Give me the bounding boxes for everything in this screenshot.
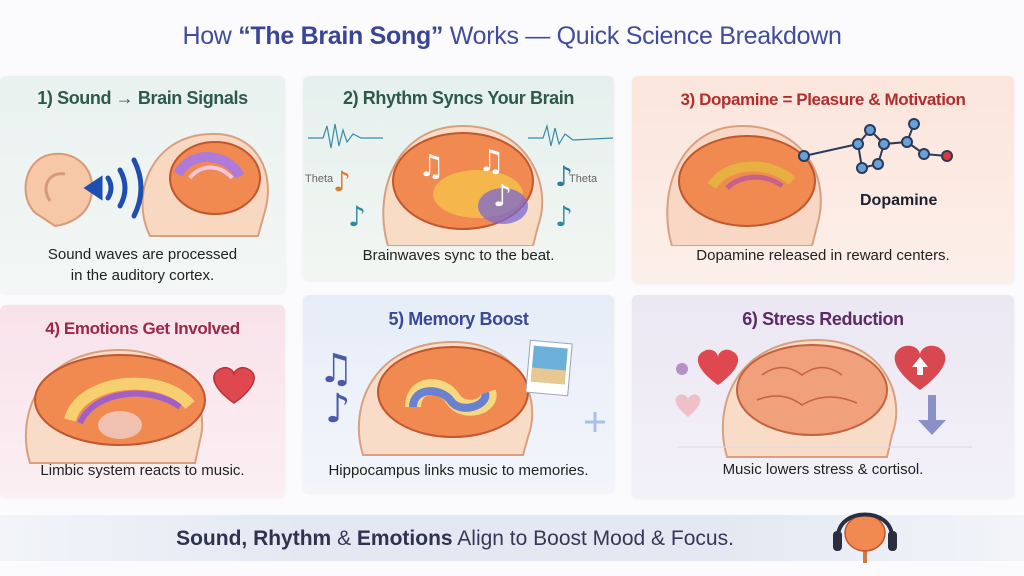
footer-bold: Sound, Rhythm: [176, 527, 332, 550]
heart-icon: [675, 394, 701, 417]
footer-amp: &: [331, 527, 357, 550]
stress-illustration: [675, 338, 972, 458]
card-title: 3) Dopamine = Pleasure & Motivation: [680, 90, 966, 109]
card-title: 6) Stress Reduction: [742, 309, 904, 329]
card-caption: Limbic system reacts to music.: [40, 462, 245, 479]
ear-brain-illustration: [24, 132, 269, 237]
brain-icon: [169, 141, 261, 215]
rhythm-illustration: ♫♫♪ ♪♪♪♪ Theta Theta: [305, 123, 614, 246]
card-caption: Brainwaves sync to the beat.: [362, 247, 555, 264]
svg-text:♪: ♪: [555, 160, 573, 193]
caption-line: Sound waves are processed: [47, 246, 238, 263]
heart-icon: [697, 349, 739, 385]
card-title: 2) Rhythm Syncs Your Brain: [343, 88, 574, 108]
svg-text:♫: ♫: [418, 149, 445, 184]
sound-waves-icon: [83, 157, 144, 219]
page-title: How “The Brain Song” Works — Quick Scien…: [0, 22, 1024, 51]
heart-icon: [213, 366, 255, 404]
molecule-icon: [798, 118, 953, 174]
card-stress: 6) Stress Reduction Music lowers stress …: [632, 295, 1014, 498]
title-highlight: “The Brain Song”: [238, 22, 444, 50]
music-note-icon: ♫♪: [318, 346, 354, 432]
brain-icon: [392, 132, 534, 230]
svg-text:♫: ♫: [318, 346, 354, 392]
sparkle-icon: [585, 412, 605, 432]
dopamine-label: Dopamine: [860, 192, 937, 209]
card-caption: Music lowers stress & cortisol.: [722, 461, 924, 478]
card-emotions: 4) Emotions Get Involved Limbic system r…: [0, 305, 285, 497]
svg-text:♫: ♫: [478, 144, 505, 179]
dopamine-illustration: Dopamine: [666, 118, 953, 246]
headphones-brain-icon: [833, 512, 897, 563]
caption-line: in the auditory cortex.: [70, 267, 215, 284]
theta-label: Theta: [569, 173, 598, 185]
limbic-illustration: [24, 348, 255, 464]
photo-icon: [525, 339, 573, 397]
card-rhythm-syncs: 2) Rhythm Syncs Your Brain ♫♫♪ ♪♪♪♪ Thet…: [303, 76, 614, 280]
down-arrow-icon: [918, 395, 946, 435]
music-note-icon: ♪♪♪♪: [333, 160, 573, 233]
footer-bold: Emotions: [356, 527, 453, 550]
brain-icon: [34, 354, 206, 446]
theta-label: Theta: [305, 173, 334, 185]
brainwave-icon: [308, 123, 614, 149]
card-caption: Sound waves are processed in the auditory…: [0, 244, 285, 286]
svg-text:♪: ♪: [493, 179, 512, 214]
title-prefix: How: [182, 22, 239, 50]
brain-icon: [377, 346, 529, 438]
card-caption: Dopamine released in reward centers.: [696, 247, 950, 264]
ear-icon: [24, 152, 94, 228]
brain-icon: [678, 135, 816, 227]
memory-illustration: ♫♪: [318, 339, 605, 456]
card-dopamine: 3) Dopamine = Pleasure & Motivation Dopa…: [632, 76, 1014, 283]
svg-text:♪: ♪: [333, 165, 351, 198]
svg-text:♪: ♪: [555, 200, 573, 233]
footer-banner: Sound, Rhythm & Emotions Align to Boost …: [0, 512, 1024, 563]
title-suffix: Works — Quick Science Breakdown: [443, 22, 842, 50]
card-caption: Hippocampus links music to memories.: [328, 462, 589, 479]
card-title: 5) Memory Boost: [388, 309, 529, 329]
card-memory: 5) Memory Boost ♫♪ Hippocampus links mus…: [303, 295, 614, 492]
footer-rest: Align to Boost Mood & Focus.: [452, 527, 734, 550]
card-title: 4) Emotions Get Involved: [45, 319, 240, 338]
music-note-icon: ♫♫♪: [418, 144, 512, 214]
dot-icon: [676, 363, 688, 375]
footer-text: Sound, Rhythm & Emotions Align to Boost …: [0, 527, 910, 551]
svg-text:♪: ♪: [348, 200, 366, 233]
heart-icon: [894, 345, 946, 390]
brain-icon: [736, 344, 888, 436]
svg-text:♪: ♪: [325, 386, 351, 432]
card-title: 1) Sound → Brain Signals: [37, 88, 248, 108]
card-sound-brain-signals: 1) Sound → Brain Signals Sound waves are…: [0, 76, 285, 293]
